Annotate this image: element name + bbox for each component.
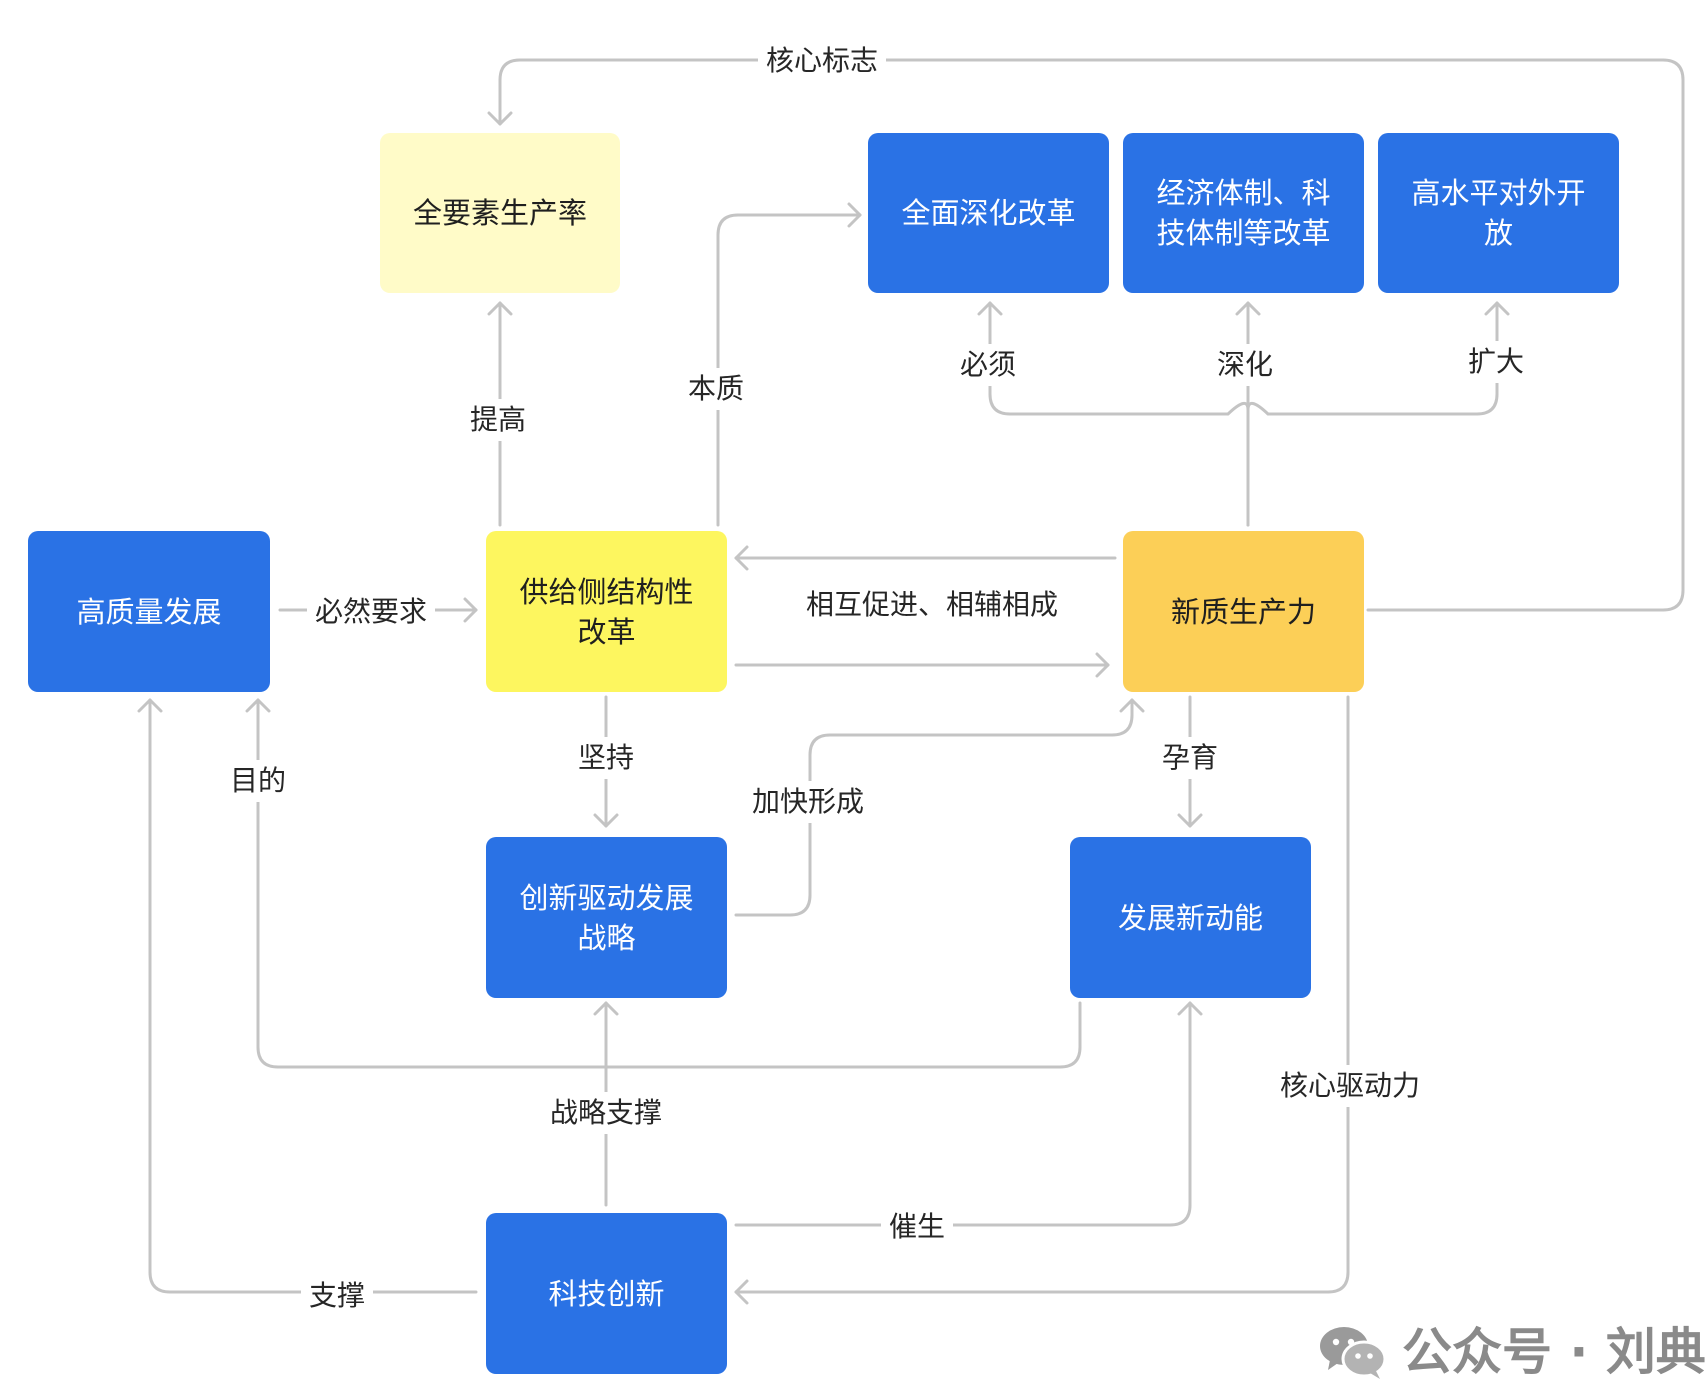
edge-label-must: 必须	[951, 344, 1025, 386]
node-label: 新质生产力	[1170, 594, 1316, 629]
edge-label-strategic-support: 战略支撑	[541, 1092, 671, 1134]
edge-catalyze	[734, 1001, 1192, 1227]
node-high-quality-development: 高质量发展	[28, 531, 270, 692]
watermark-text: 公众号 · 刘典	[1402, 1323, 1706, 1381]
edge-label-inevitable-requirement: 必然要求	[306, 591, 436, 633]
edge-label-purpose: 目的	[221, 760, 295, 802]
node-econ-sci-reform: 经济体制、科技体制等改革	[1123, 133, 1364, 293]
node-supply-side-reform: 供给侧结构性改革	[486, 531, 727, 692]
arrowhead	[1484, 301, 1510, 316]
edge-label-improve: 提高	[461, 399, 535, 441]
edge-label-expand: 扩大	[1459, 341, 1533, 383]
edge-label-accelerate-formation: 加快形成	[743, 781, 873, 823]
node-label: 科技创新	[548, 1276, 665, 1311]
node-label: 发展新动能	[1117, 900, 1263, 935]
edge-accelerate-formation	[734, 698, 1134, 917]
arrowhead	[487, 301, 513, 316]
edge-core-mark	[498, 58, 1685, 612]
edge-label-deepen: 深化	[1208, 344, 1282, 386]
node-label: 高质量发展	[76, 594, 222, 629]
edge-label-support: 支撑	[300, 1275, 374, 1317]
edge-label-cultivate: 孕育	[1153, 737, 1227, 779]
node-label: 高水平对外开放	[1411, 176, 1586, 250]
arrowhead	[487, 111, 513, 126]
arrowhead	[734, 545, 749, 571]
arrowhead	[1177, 1001, 1203, 1016]
node-total-factor-productivity: 全要素生产率	[380, 133, 620, 293]
arrowhead	[977, 301, 1003, 316]
arrowhead	[245, 698, 271, 713]
edge-branch-right	[1246, 301, 1499, 416]
node-new-development-momentum: 发展新动能	[1070, 837, 1311, 998]
edge-label-adhere: 坚持	[569, 737, 643, 779]
arrowhead	[137, 698, 163, 713]
arrowhead	[1177, 813, 1203, 828]
edge-essence	[716, 213, 862, 527]
arrowhead	[593, 813, 619, 828]
node-open-up: 高水平对外开放	[1378, 133, 1619, 293]
arrowhead	[463, 597, 478, 623]
edge-label-mutual-promotion: 相互促进、相辅相成	[805, 588, 1059, 621]
arrowhead	[593, 1001, 619, 1016]
node-innovation-driven-strategy: 创新驱动发展战略	[486, 837, 727, 998]
edge-label-catalyze: 催生	[880, 1206, 954, 1248]
wechat-icon	[1320, 1327, 1387, 1379]
edge-core-driving-force	[734, 695, 1350, 1294]
node-deepen-reform: 全面深化改革	[868, 133, 1109, 293]
arrowhead	[1119, 698, 1145, 713]
edge-label-essence: 本质	[679, 368, 753, 410]
arrowhead	[1235, 301, 1261, 316]
edge-label-core-driving-force: 核心驱动力	[1271, 1065, 1429, 1107]
node-label: 全面深化改革	[901, 196, 1076, 230]
node-sci-tech-innovation: 科技创新	[486, 1213, 727, 1374]
node-label: 创新驱动发展战略	[519, 880, 694, 955]
node-label: 经济体制、科技体制等改革	[1156, 176, 1331, 250]
arrowhead	[734, 1279, 749, 1305]
edge-purpose	[256, 698, 1082, 1069]
node-label: 全要素生产率	[412, 196, 587, 230]
edge-support	[148, 698, 478, 1294]
arrowhead	[847, 202, 862, 228]
node-new-quality-productivity: 新质生产力	[1123, 531, 1364, 692]
watermark: 公众号 · 刘典	[1318, 1322, 1706, 1382]
arrowhead	[1095, 652, 1110, 678]
edge-label-core-mark: 核心标志	[757, 40, 887, 82]
node-label: 供给侧结构性改革	[519, 574, 694, 649]
